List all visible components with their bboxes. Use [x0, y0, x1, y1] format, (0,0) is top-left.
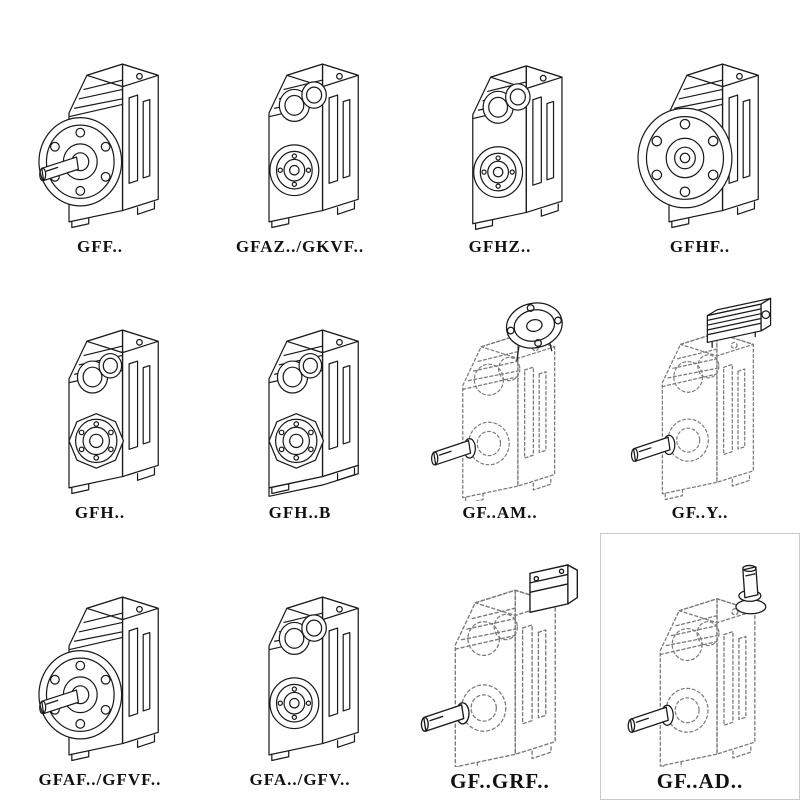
gearbox-variant-ref: [269, 330, 358, 496]
catalog-item-gfa-gfv: GFA../GFV..: [200, 533, 400, 800]
model-label: GFHF..: [669, 236, 731, 256]
gearbox-variant-ref: [69, 330, 158, 493]
gearbox-drawing-hollow-shaft: [402, 19, 598, 235]
gearbox-drawing-flange-shaft: [2, 19, 198, 235]
model-label: GF..Y..: [671, 503, 729, 523]
model-label: GF..GRF..: [450, 768, 550, 793]
gearbox-drawing-hollow-hub: [2, 285, 198, 501]
model-label: GFAF../GFVF..: [38, 769, 162, 789]
gearbox-variant-ref: [269, 597, 358, 760]
gearbox-drawing-large-flange: [602, 19, 798, 235]
model-label: GFAZ../GKVF..: [235, 236, 365, 256]
gearbox-drawing-adapter-housing: [402, 551, 598, 767]
catalog-item-gf-grf: GF..GRF..: [400, 533, 600, 800]
gearbox-variant-ref: [39, 597, 158, 760]
model-label: GF..AM..: [462, 503, 538, 523]
catalog-item-gfh: GFH..: [0, 267, 200, 534]
gearbox-drawing-with-motor: [602, 285, 798, 501]
gearbox-variant-ref: [638, 64, 758, 227]
catalog-item-gfhf: GFHF..: [600, 0, 800, 267]
catalog-item-gf-am: GF..AM..: [400, 267, 600, 534]
catalog-item-gf-ad: GF..AD..: [600, 533, 800, 800]
gearbox-drawing-adapter-flange: [402, 285, 598, 501]
gearbox-variant-ref: [628, 565, 766, 767]
gearbox-variant-ref: [473, 66, 562, 229]
gearbox-drawing-shaft-mounted: [202, 19, 398, 235]
gearbox-variant-ref: [432, 298, 567, 501]
gearbox-variant-ref: [421, 565, 577, 767]
catalog-item-gf-y: GF..Y..: [600, 267, 800, 534]
catalog-item-gfaz-gkvf: GFAZ../GKVF..: [200, 0, 400, 267]
catalog-item-gfh-b: GFH..B: [200, 267, 400, 534]
model-label: GFH..B: [268, 503, 332, 523]
model-label: GFH..: [74, 503, 126, 523]
gearbox-drawing-vertical-input: [602, 551, 798, 767]
catalog-item-gff: GFF..: [0, 0, 200, 267]
gearbox-drawing-hollow-hub-base: [202, 285, 398, 501]
catalog-item-gfhz: GFHZ..: [400, 0, 600, 267]
model-label: GFHZ..: [468, 236, 532, 256]
gearbox-variant-ref: [39, 64, 158, 227]
gearbox-drawing-foot-mounted: [202, 552, 398, 768]
model-label: GFF..: [77, 236, 123, 256]
model-label: GF..AD..: [656, 768, 744, 793]
gearbox-variant-ref: [631, 299, 770, 500]
gearbox-drawing-flange-shaft: [2, 552, 198, 768]
catalog-item-gfaf-gfvf: GFAF../GFVF..: [0, 533, 200, 800]
model-label: GFA../GFV..: [249, 769, 351, 789]
gearbox-variant-ref: [269, 64, 358, 227]
